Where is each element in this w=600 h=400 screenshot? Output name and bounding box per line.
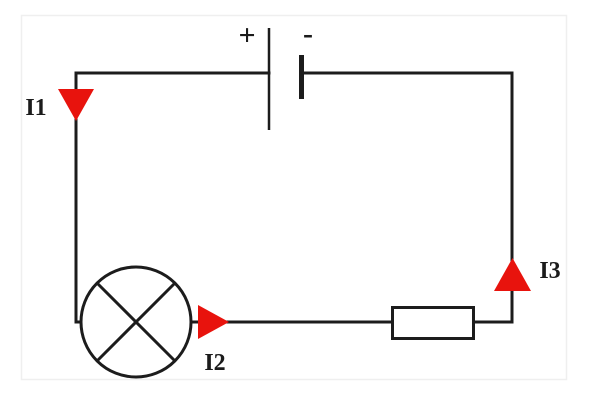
battery-cell: + -: [238, 17, 313, 130]
battery-minus-sign: -: [303, 17, 313, 50]
current-arrow-i1-down-icon: [58, 89, 94, 121]
label-i1: I1: [25, 95, 46, 121]
figure-frame: [20, 14, 568, 381]
label-i3: I3: [539, 258, 560, 284]
current-arrow-i3-up-icon: [494, 258, 531, 291]
current-labels: I1 I2 I3: [25, 95, 560, 376]
label-i2: I2: [204, 350, 225, 376]
current-arrows: [58, 89, 531, 339]
battery-plus-sign: +: [238, 19, 255, 52]
resistor-icon: [391, 306, 475, 340]
current-arrow-i2-right-icon: [198, 305, 229, 339]
lamp-icon: [79, 265, 193, 379]
lamp-cross-line-2: [95, 281, 177, 363]
